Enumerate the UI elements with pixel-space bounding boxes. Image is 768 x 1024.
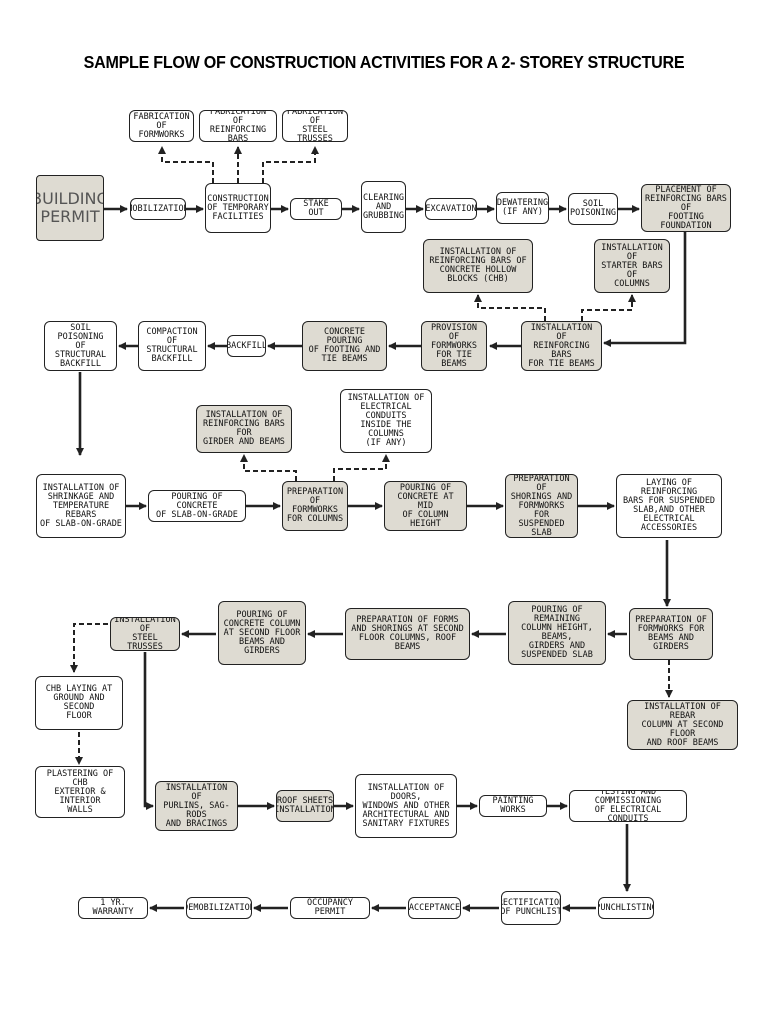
node-demobilization: DEMOBILIZATION bbox=[186, 897, 252, 919]
dashed-arrow-facilities-fabformworks bbox=[158, 146, 214, 183]
node-acceptance: ACCEPTANCE bbox=[408, 897, 461, 919]
node-starter-bars: INSTALLATION OF STARTER BARS OF COLUMNS bbox=[594, 239, 670, 293]
node-girder-rebar: INSTALLATION OF REINFORCING BARS FOR GIR… bbox=[196, 405, 292, 453]
node-soil-poisoning-2: SOIL POISONING OF STRUCTURAL BACKFILL bbox=[44, 321, 117, 371]
node-second-floor-forms: PREPARATION OF FORMS AND SHORINGS AT SEC… bbox=[345, 608, 470, 660]
node-compaction: COMPACTION OF STRUCTURAL BACKFILL bbox=[138, 321, 206, 371]
node-footing-rebar: PLACEMENT OF REINFORCING BARS OF FOOTING… bbox=[641, 184, 731, 232]
node-chb-rebar: INSTALLATION OF REINFORCING BARS OF CONC… bbox=[423, 239, 533, 293]
node-rebar-column-2f: INSTALLATION OF REBAR COLUMN AT SECOND F… bbox=[627, 700, 738, 750]
node-pour-slab-grade: POURING OF CONCRETE OF SLAB-ON-GRADE bbox=[148, 490, 246, 522]
node-purlins: INSTALLATION OF PURLINS, SAG-RODS AND BR… bbox=[155, 781, 238, 831]
node-fab-formworks: FABRICATION OF FORMWORKS bbox=[129, 110, 194, 142]
node-doors-windows: INSTALLATION OF DOORS, WINDOWS AND OTHER… bbox=[355, 774, 457, 838]
dashed-arrow-colforms-conduits bbox=[333, 454, 390, 481]
node-beam-forms: PREPARATION OF FORMWORKS FOR BEAMS AND G… bbox=[629, 608, 713, 660]
node-punchlisting: PUNCHLISTING bbox=[598, 897, 654, 919]
node-tie-beam-rebar: INSTALLATION OF REINFORCING BARS FOR TIE… bbox=[521, 321, 602, 371]
node-pour-mid-column: POURING OF CONCRETE AT MID OF COLUMN HEI… bbox=[384, 481, 467, 531]
node-column-forms: PREPARATION OF FORMWORKS FOR COLUMNS bbox=[282, 481, 348, 531]
node-mobilization: MOBILIZATION bbox=[130, 198, 186, 220]
dashed-arrow-facilities-fabtrusses bbox=[262, 146, 319, 183]
node-slab-rebar: LAYING OF REINFORCING BARS FOR SUSPENDED… bbox=[616, 474, 722, 538]
node-chb-laying: CHB LAYING AT GROUND AND SECOND FLOOR bbox=[35, 676, 123, 730]
node-elec-conduits: INSTALLATION OF ELECTRICAL CONDUITS INSI… bbox=[340, 389, 432, 453]
arrow-trusses-purlins bbox=[143, 652, 154, 810]
node-pour-remaining: POURING OF REMAINING COLUMN HEIGHT, BEAM… bbox=[508, 601, 606, 665]
node-fab-rebar: FABRICATION OF REINFORCING BARS bbox=[199, 110, 277, 142]
node-rectification: RECTIFICATION OF PUNCHLIST bbox=[501, 891, 561, 925]
node-steel-trusses: INSTALLATION OF STEEL TRUSSES bbox=[110, 617, 180, 651]
node-roof-sheets: ROOF SHEETS INSTALLATION bbox=[276, 790, 334, 822]
node-soil-poisoning-1: SOIL POISONING bbox=[568, 193, 618, 225]
node-clearing: CLEARING AND GRUBBING bbox=[361, 181, 406, 233]
node-painting: PAINTING WORKS bbox=[479, 795, 547, 817]
node-pour-second-floor: POURING OF CONCRETE COLUMN AT SECOND FLO… bbox=[218, 601, 306, 665]
node-backfill: BACKFILL bbox=[227, 335, 266, 357]
node-stake-out: STAKE OUT bbox=[290, 198, 342, 220]
node-fab-trusses: FABRICATION OF STEEL TRUSSES bbox=[282, 110, 348, 142]
dashed-arrow-tiebeam-starter bbox=[581, 294, 636, 321]
dashed-arrow-trusses-chb bbox=[70, 623, 108, 673]
node-shrinkage-rebar: INSTALLATION OF SHRINKAGE AND TEMPERATUR… bbox=[36, 474, 126, 538]
diagram-title: SAMPLE FLOW OF CONSTRUCTION ACTIVITIES F… bbox=[83, 52, 685, 72]
node-excavation: EXCAVATION bbox=[425, 198, 477, 220]
node-temp-facilities: CONSTRUCTION OF TEMPORARY FACILITIES bbox=[205, 183, 271, 233]
node-building-permit: BUILDING PERMIT bbox=[36, 175, 104, 241]
node-occupancy: OCCUPANCY PERMIT bbox=[290, 897, 370, 919]
node-plastering: PLASTERING OF CHB EXTERIOR & INTERIOR WA… bbox=[35, 766, 125, 818]
node-shorings-slab: PREPARATION OF SHORINGS AND FORMWORKS FO… bbox=[505, 474, 578, 538]
node-pour-footing: CONCRETE POURING OF FOOTING AND TIE BEAM… bbox=[302, 321, 387, 371]
node-testing: TESTING AND COMMISSIONING OF ELECTRICAL … bbox=[569, 790, 687, 822]
dashed-arrow-colforms-girder bbox=[240, 454, 297, 481]
arrow-footing-tiebeam bbox=[603, 232, 687, 347]
node-warranty: 1 YR. WARRANTY bbox=[78, 897, 148, 919]
dashed-arrow-tiebeam-chb bbox=[474, 294, 546, 321]
node-dewatering: DEWATERING (IF ANY) bbox=[496, 192, 549, 224]
node-tie-beam-forms: PROVISION OF FORMWORKS FOR TIE BEAMS bbox=[421, 321, 487, 371]
